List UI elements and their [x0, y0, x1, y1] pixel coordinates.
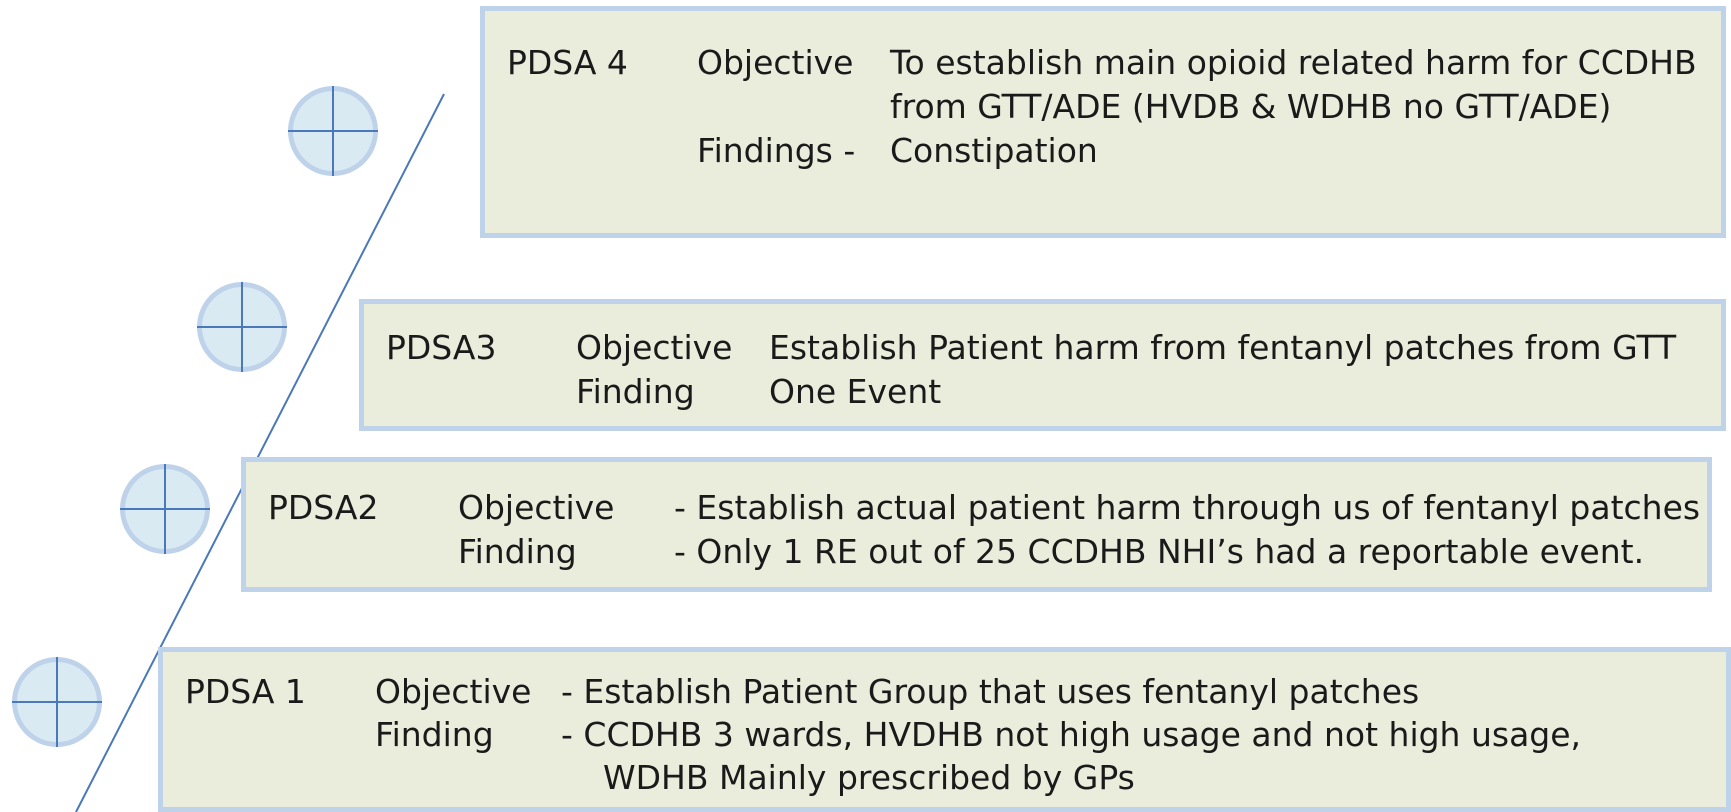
pdsa4-objective-line2: from GTT/ADE (HVDB & WDHB no GTT/ADE)	[890, 87, 1612, 126]
pdsa2-objective-text: - Establish actual patient harm through …	[674, 488, 1701, 527]
pdsa3-label: PDSA3	[386, 328, 497, 367]
pdsa2-label: PDSA2	[268, 488, 379, 527]
pdsa3-objective-text: Establish Patient harm from fentanyl pat…	[769, 328, 1677, 367]
pdsa3-finding-text: One Event	[769, 372, 942, 411]
pdsa4-objective-line1: To establish main opioid related harm fo…	[890, 43, 1697, 82]
pdsa1-finding-label: Finding	[375, 715, 494, 754]
pdsa2-finding-label: Finding	[458, 532, 577, 571]
pdsa3-box: PDSA3 Objective Establish Patient harm f…	[359, 299, 1726, 431]
pdsa4-box: PDSA 4 Objective To establish main opioi…	[480, 6, 1726, 238]
pdsa3-objective-label: Objective	[576, 328, 733, 367]
pdsa4-label: PDSA 4	[507, 43, 628, 82]
pdsa1-objective-label: Objective	[375, 672, 532, 711]
pdsa2-finding-text: - Only 1 RE out of 25 CCDHB NHI’s had a …	[674, 532, 1645, 571]
crosshair-circle-icon	[288, 86, 378, 176]
crosshair-circle-icon	[120, 464, 210, 554]
pdsa1-finding-line1: - CCDHB 3 wards, HVDHB not high usage an…	[561, 715, 1582, 754]
pdsa4-objective-label: Objective	[697, 43, 854, 82]
pdsa3-finding-label: Finding	[576, 372, 695, 411]
pdsa1-box: PDSA 1 Objective - Establish Patient Gro…	[158, 647, 1731, 812]
crosshair-circle-icon	[197, 282, 287, 372]
pdsa1-finding-line2: WDHB Mainly prescribed by GPs	[603, 758, 1135, 797]
crosshair-circle-icon	[12, 657, 102, 747]
pdsa1-label: PDSA 1	[185, 672, 306, 711]
pdsa2-box: PDSA2 Objective - Establish actual patie…	[241, 457, 1712, 592]
pdsa1-objective-text: - Establish Patient Group that uses fent…	[561, 672, 1420, 711]
pdsa4-findings-text: Constipation	[890, 131, 1098, 170]
pdsa4-findings-label: Findings -	[697, 131, 856, 170]
pdsa2-objective-label: Objective	[458, 488, 615, 527]
